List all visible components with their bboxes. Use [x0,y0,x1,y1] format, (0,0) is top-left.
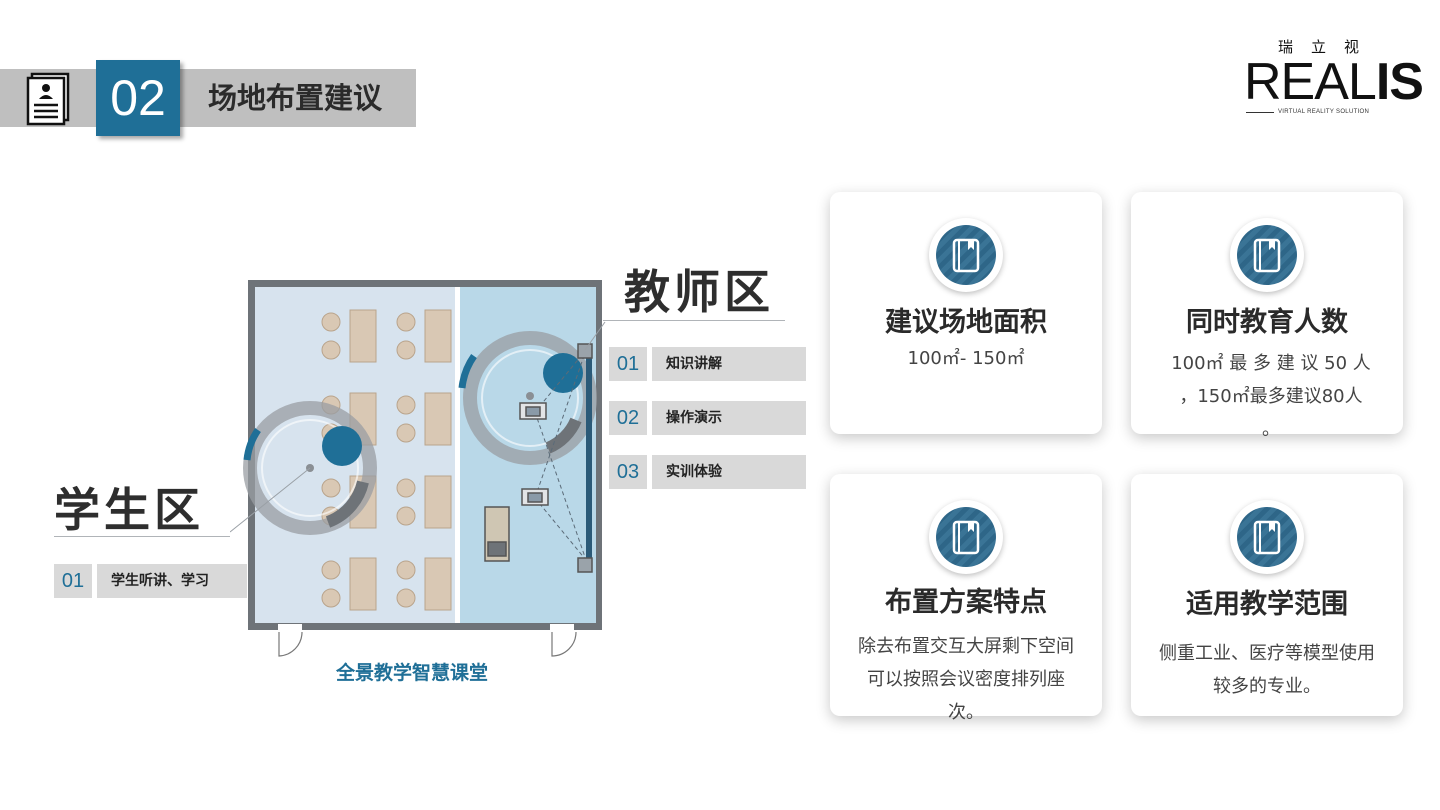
book-icon [929,500,1003,574]
logo-chinese-name: 瑞立视 [1278,38,1378,56]
logo-wordmark: REALIS [1244,53,1424,111]
info-card-layout: 布置方案特点 除去布置交互大屏剩下空间可以按照会议密度排列座次。 [830,474,1102,723]
student-zone-leader-line [54,536,230,537]
card-title: 同时教育人数 [1186,307,1348,338]
student-item-label: 学生听讲、学习 [97,564,247,598]
teacher-zone-title: 教师区 [624,265,774,319]
card-text: 100㎡- 150㎡ [907,348,1025,369]
teacher-item-num: 03 [609,455,647,489]
door-right [551,631,577,657]
teacher-item-num: 01 [609,347,647,381]
header-icon-box [0,69,96,127]
card-text: 侧重工业、医疗等模型使用较多的专业。 [1159,643,1375,697]
teacher-zone-leader-line [603,320,785,321]
book-icon [1230,218,1304,292]
document-icon [26,72,70,126]
floorplan-caption: 全景教学智慧课堂 [336,662,489,684]
student-zone-ring [243,401,377,535]
book-icon [1230,500,1304,574]
teacher-item-label: 知识讲解 [652,347,806,381]
door-left [278,631,303,657]
student-zone-title: 学生区 [54,483,204,537]
teacher-zone-ring [458,331,597,465]
section-title: 场地布置建议 [208,81,383,115]
area-divider [455,287,460,623]
teacher-devices [484,343,593,573]
student-item-num: 01 [54,564,92,598]
card-text: 除去布置交互大屏剩下空间可以按照会议密度排列座次。 [858,636,1074,723]
logo-divider [1246,112,1274,113]
teacher-item-label: 实训体验 [652,455,806,489]
info-card-capacity: 同时教育人数 100㎡ 最 多 建 议 50 人 ，150㎡最多建议80人 。 [1131,192,1403,440]
info-card-scope: 适用教学范围 侧重工业、医疗等模型使用较多的专业。 [1131,474,1403,716]
card-title: 适用教学范围 [1186,589,1348,620]
interactive-screen [586,355,592,565]
book-icon [929,218,1003,292]
floorplan [230,280,606,657]
logo-wordmark-light: REAL [1244,53,1377,111]
section-number: 02 [96,60,180,136]
card-title: 建议场地面积 [885,307,1047,338]
logo-wordmark-bold: IS [1375,53,1424,111]
card-title: 布置方案特点 [885,587,1047,618]
teacher-item-num: 02 [609,401,647,435]
logo-tagline: VIRTUAL REALITY SOLUTION [1278,109,1370,115]
info-card-area: 建议场地面积 100㎡- 150㎡ [830,192,1102,434]
teacher-item-label: 操作演示 [652,401,806,435]
card-text: 100㎡ 最 多 建 议 50 人 ，150㎡最多建议80人 。 [1171,353,1371,440]
